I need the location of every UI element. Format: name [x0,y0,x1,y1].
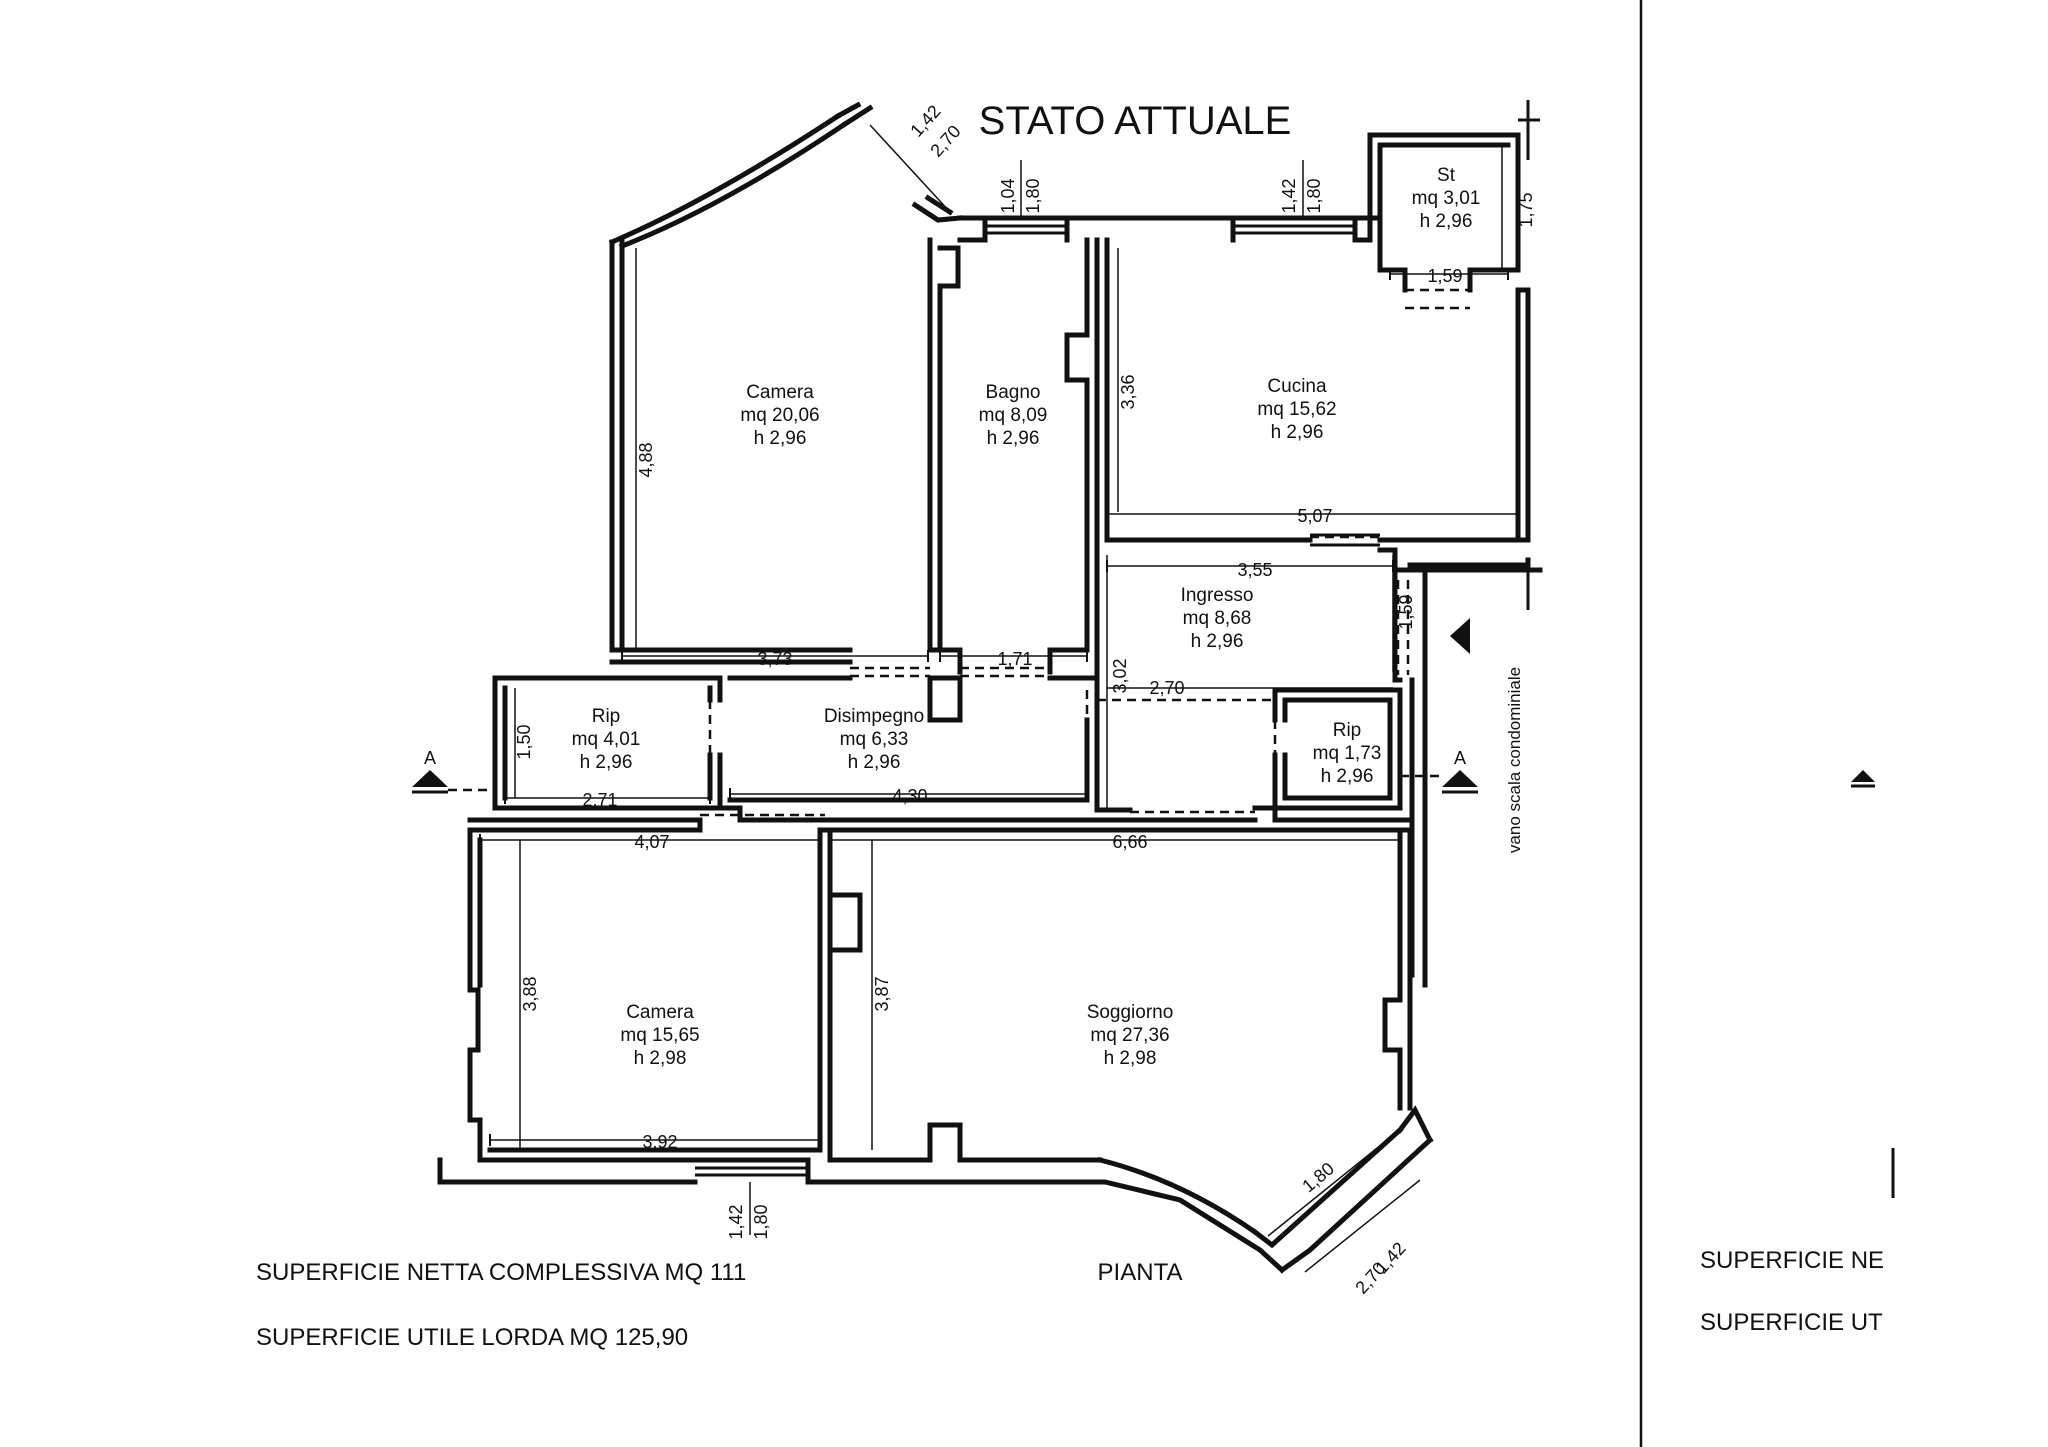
room-area: mq 1,73 [1313,743,1382,764]
dim-camera-bottom-width: 3,92 [642,1132,677,1152]
dim-rip-left-width: 2,71 [582,790,617,810]
sheet-clip-mask [1888,1240,2048,1350]
room-height: h 2,96 [848,752,901,773]
plan-label: PIANTA [1098,1259,1183,1286]
dim-window-bagno-width: 1,04 [998,178,1018,213]
room-area: mq 4,01 [572,729,641,750]
entrance-arrow-icon [1450,618,1470,654]
room-st: St mq 3,01 h 2,96 [1412,165,1481,232]
room-name: St [1437,165,1456,186]
dim-window-cucina-width: 1,42 [1279,178,1299,213]
dim-camera-top-width: 3,73 [757,649,792,669]
room-disimpegno: Disimpegno mq 6,33 h 2,96 [824,706,924,773]
room-area: mq 20,06 [740,405,819,426]
room-name: Ingresso [1181,585,1254,606]
dim-soggiorno-width: 6,66 [1112,832,1147,852]
section-mark-label: A [1454,748,1466,768]
room-camera-top: Camera mq 20,06 h 2,96 [740,382,819,449]
room-height: h 2,96 [754,428,807,449]
stair-label: vano scala condominiale [1505,667,1524,853]
room-cucina: Cucina mq 15,62 h 2,96 [1257,376,1336,443]
section-marker-far-right [1851,770,1875,788]
section-mark-label: A [424,748,436,768]
room-height: h 2,96 [1191,631,1244,652]
room-height: h 2,98 [634,1048,687,1069]
dim-camera-bottom-top-width: 4,07 [634,832,669,852]
room-rip-right: Rip mq 1,73 h 2,96 [1313,720,1382,787]
dim-window-bottom-width: 1,42 [726,1204,746,1239]
walls [437,100,1543,1274]
room-area: mq 15,65 [620,1025,699,1046]
dim-corridor-height: 3,02 [1110,658,1130,693]
dim-soggiorno-height: 3,87 [872,976,892,1011]
doors [503,288,1470,817]
net-area-note: SUPERFICIE NETTA COMPLESSIVA MQ 111 [256,1259,746,1286]
room-ingresso: Ingresso mq 8,68 h 2,96 [1181,585,1254,652]
section-marker-left: A [412,748,495,794]
dim-ingresso-height: 1,59 [1396,594,1416,629]
room-name: Soggiorno [1087,1002,1174,1023]
dim-cucina-width: 5,07 [1297,506,1332,526]
room-name: Bagno [986,382,1041,403]
drawing-title: STATO ATTUALE [979,99,1292,143]
room-soggiorno: Soggiorno mq 27,36 h 2,98 [1087,1002,1174,1069]
room-area: mq 3,01 [1412,188,1481,209]
dim-window-cucina-height: 1,80 [1304,178,1324,213]
room-rip-left: Rip mq 4,01 h 2,96 [572,706,641,773]
dim-rip-left-height: 1,50 [514,724,534,759]
room-name: Disimpegno [824,706,924,727]
room-name: Camera [746,382,814,403]
dim-ingresso-width: 3,55 [1237,560,1272,580]
room-area: mq 15,62 [1257,399,1336,420]
room-height: h 2,96 [1271,422,1324,443]
room-height: h 2,96 [987,428,1040,449]
dim-bagno-width: 1,71 [997,649,1032,669]
gross-area-note: SUPERFICIE UTILE LORDA MQ 125,90 [256,1324,688,1351]
room-area: mq 8,68 [1183,608,1252,629]
dim-window-bottom-height: 1,80 [751,1204,771,1239]
dim-corridor-width: 2,70 [1149,678,1184,698]
room-name: Rip [592,706,621,727]
room-name: Camera [626,1002,694,1023]
room-height: h 2,98 [1104,1048,1157,1069]
room-name: Rip [1333,720,1362,741]
room-area: mq 8,09 [979,405,1048,426]
room-area: mq 6,33 [840,729,909,750]
dim-window-bagno-height: 1,80 [1023,178,1043,213]
room-name: Cucina [1267,376,1327,397]
room-camera-bottom: Camera mq 15,65 h 2,98 [620,1002,699,1069]
dim-st-width: 1,59 [1427,266,1462,286]
dim-camera-top-height: 4,88 [636,442,656,477]
section-marker-right: A [1400,748,1478,794]
dim-st-height: 1,75 [1516,192,1536,227]
room-height: h 2,96 [580,752,633,773]
room-area: mq 27,36 [1090,1025,1169,1046]
room-height: h 2,96 [1321,766,1374,787]
dim-cucina-height: 3,36 [1118,374,1138,409]
dim-disimpegno-width: 4,30 [892,786,927,806]
room-height: h 2,96 [1420,211,1473,232]
dimension-lines [479,124,1519,1273]
adjacent-gross-note: SUPERFICIE UT [1700,1309,1883,1336]
adjacent-net-note: SUPERFICIE NE [1700,1247,1884,1274]
dim-camera-bottom-height: 3,88 [520,976,540,1011]
room-bagno: Bagno mq 8,09 h 2,96 [979,382,1048,449]
